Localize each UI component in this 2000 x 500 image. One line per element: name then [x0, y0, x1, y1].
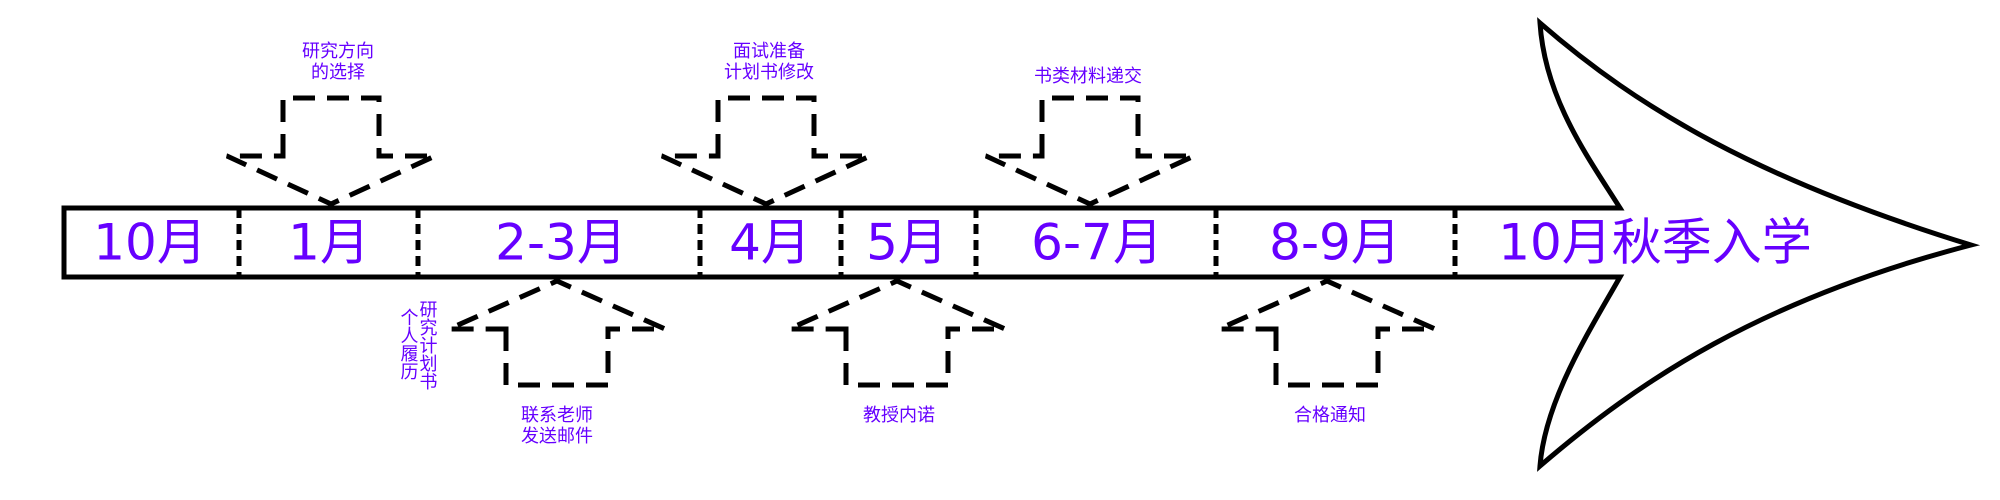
vertical-note-col1: 研究计划书	[417, 300, 438, 390]
callout-text: 计划书修改	[724, 62, 814, 83]
down-arrow-shape	[660, 95, 872, 207]
callout-text: 的选择	[311, 62, 365, 83]
callout-text: 书类材料递交	[1034, 66, 1142, 87]
callout-text: 教授内诺	[863, 405, 935, 426]
segment-label: 1月	[288, 214, 370, 272]
segment-label: 6-7月	[1031, 214, 1163, 272]
callout-text: 合格通知	[1294, 405, 1366, 426]
segment-label: 5月	[866, 214, 948, 272]
segment-label: 2-3月	[495, 214, 627, 272]
callout-text: 联系老师	[521, 405, 593, 426]
segment-label: 4月	[729, 214, 811, 272]
down-arrow-shape	[984, 95, 1196, 207]
segment-label: 8-9月	[1269, 214, 1401, 272]
callout-text: 面试准备	[733, 41, 805, 62]
timeline-arrow	[61, 17, 1981, 472]
segment-dividers	[236, 208, 1458, 277]
segment-label: 10月秋季入学	[1498, 214, 1812, 272]
up-arrow-shape	[1217, 278, 1437, 388]
callout-text: 发送邮件	[521, 426, 593, 447]
callout-text: 研究方向	[302, 41, 374, 62]
up-arrow-shape	[787, 278, 1007, 388]
vertical-note-col2: 个人履历	[398, 308, 419, 380]
up-arrow-shape	[447, 278, 667, 388]
segment-label: 10月	[93, 214, 207, 272]
down-arrow-shape	[225, 95, 437, 207]
